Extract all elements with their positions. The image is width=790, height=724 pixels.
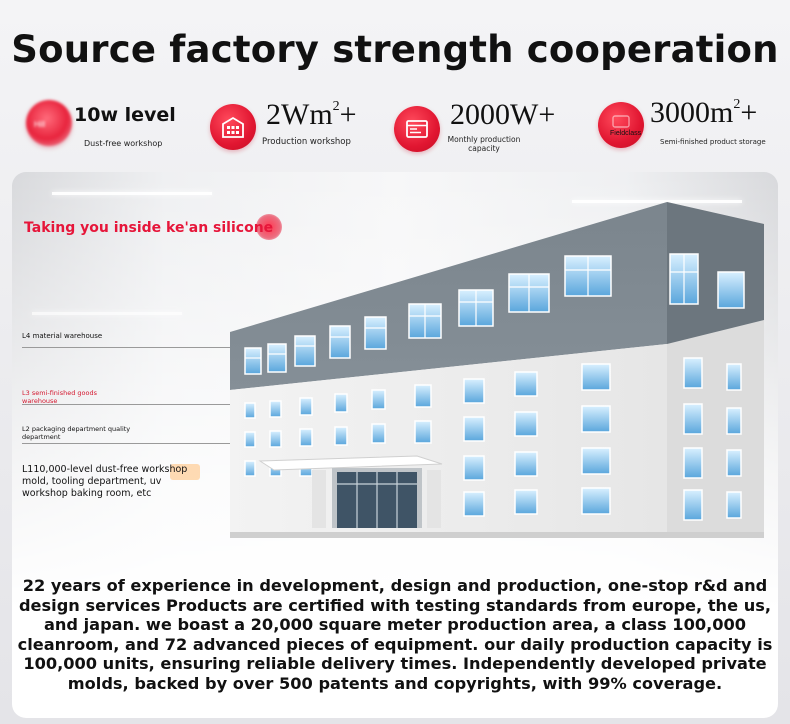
company-description: 22 years of experience in development, d… (17, 576, 773, 693)
floor-label-l2: L2 packaging department quality departme… (22, 425, 131, 441)
factory-building-icon (210, 104, 256, 150)
stat-caption: Production workshop (262, 137, 351, 147)
section-subtitle: Taking you inside ke'an silicone (24, 220, 274, 236)
page-title: Source factory strength cooperation (11, 28, 779, 71)
stat-value: 2Wm2+ (266, 98, 357, 131)
label-highlight (170, 464, 200, 480)
subtitle-accent-dot (256, 214, 282, 240)
stat-caption: Monthly production capacity (447, 135, 521, 153)
stat-value: 3000m2+ (650, 96, 758, 129)
factory-building-illustration (230, 202, 764, 538)
floor-divider (22, 443, 232, 444)
stat-value: 2000W+ (450, 98, 556, 131)
stat-dust-free: Hill 10w level Dust-free workshop (20, 96, 180, 166)
stat-monthly-capacity: 2000W+ Monthly production capacity (394, 96, 574, 166)
floor-label-l1: L110,000-level dust-free workshop mold, … (22, 464, 188, 499)
floor-divider (22, 404, 232, 405)
floor-divider (22, 347, 232, 348)
factory-card: Taking you inside ke'an silicone L4 mate… (12, 172, 778, 718)
stat-value: 10w level (74, 104, 176, 126)
badge-icon: Hill (26, 100, 72, 146)
stat-production-workshop: 2Wm2+ Production workshop (208, 96, 378, 166)
floor-label-l3: L3 semi-finished goods warehouse (22, 389, 98, 405)
stats-row: Hill 10w level Dust-free workshop 2Wm2+ … (0, 96, 790, 166)
storage-icon: Fieldclass (598, 102, 644, 148)
stat-caption: Semi-finished product storage (660, 138, 766, 146)
stat-semi-finished-storage: Fieldclass 3000m2+ Semi-finished product… (596, 96, 786, 166)
stat-caption: Dust-free workshop (84, 139, 163, 148)
floor-label-l4: L4 material warehouse (22, 332, 103, 340)
monitor-window-icon (394, 106, 440, 152)
